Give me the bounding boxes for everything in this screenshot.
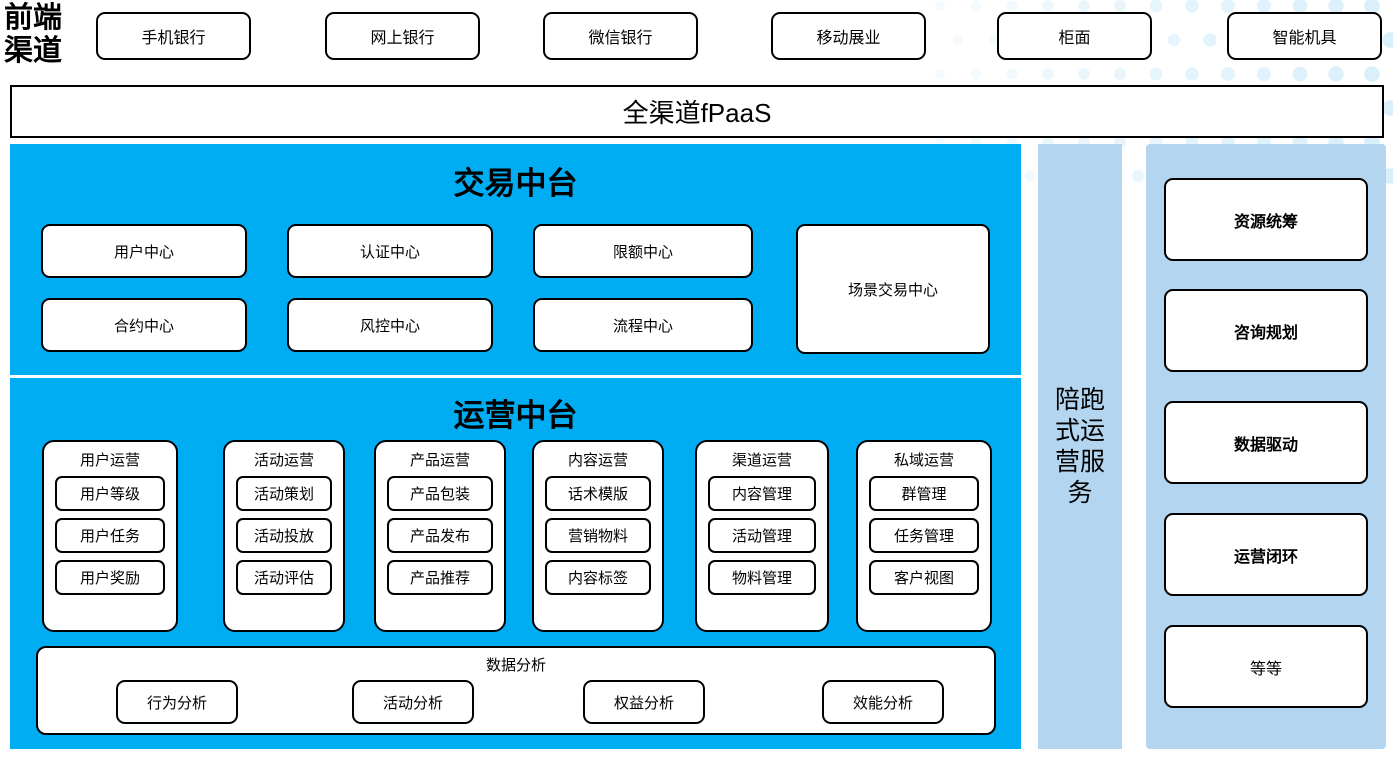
ops-item[interactable]: 物料管理 [708,560,816,595]
channel-chip-mobile-bank[interactable]: 手机银行 [96,12,251,60]
ops-item[interactable]: 内容管理 [708,476,816,511]
data-analysis-title: 数据分析 [485,657,546,674]
capability-chip-resource-coordination[interactable]: 资源统筹 [1164,178,1368,261]
service-capability-column: 资源统筹 咨询规划 数据驱动 运营闭环 等等 [1146,144,1386,749]
ops-item[interactable]: 产品推荐 [387,560,493,595]
ops-item[interactable]: 用户任务 [55,518,165,553]
ops-column-campaign-operations: 活动运营 活动策划 活动投放 活动评估 [223,440,345,632]
ops-item[interactable]: 客户视图 [869,560,979,595]
channel-chip-online-bank[interactable]: 网上银行 [325,12,480,60]
capability-chip-consulting-planning[interactable]: 咨询规划 [1164,289,1368,372]
trade-chip-auth-center[interactable]: 认证中心 [287,224,493,278]
data-analysis-chip-efficiency[interactable]: 效能分析 [822,680,944,724]
trade-platform-title: 交易中台 [453,166,578,201]
capability-chip-etc[interactable]: 等等 [1164,625,1368,708]
front-end-channel-label: 前端 渠道 [4,2,63,67]
ops-column-channel-operations: 渠道运营 内容管理 活动管理 物料管理 [695,440,829,632]
ops-middle-platform: 运营中台 用户运营 用户等级 用户任务 用户奖励 活动运营 活动策划 活动投放 … [10,378,1021,749]
capability-chip-data-driven[interactable]: 数据驱动 [1164,401,1368,484]
ops-item[interactable]: 群管理 [869,476,979,511]
ops-item[interactable]: 话术模版 [545,476,651,511]
ops-column-title: 用户运营 [79,452,140,469]
ops-item[interactable]: 营销物料 [545,518,651,553]
trade-chip-process-center[interactable]: 流程中心 [533,298,753,352]
ops-item[interactable]: 任务管理 [869,518,979,553]
ops-column-title: 渠道运营 [731,452,792,469]
trade-chip-limit-center[interactable]: 限额中心 [533,224,753,278]
ops-column-content-operations: 内容运营 话术模版 营销物料 内容标签 [532,440,664,632]
ops-item[interactable]: 产品包装 [387,476,493,511]
data-analysis-chip-campaign[interactable]: 活动分析 [352,680,474,724]
trade-middle-platform: 交易中台 用户中心 认证中心 限额中心 合约中心 风控中心 流程中心 场景交易中… [10,144,1021,375]
ops-item[interactable]: 活动管理 [708,518,816,553]
ops-column-title: 产品运营 [409,452,470,469]
ops-column-private-domain-operations: 私域运营 群管理 任务管理 客户视图 [856,440,992,632]
ops-item[interactable]: 活动评估 [236,560,332,595]
trade-chip-scene-transaction-center[interactable]: 场景交易中心 [796,224,990,354]
ops-platform-title: 运营中台 [453,398,578,433]
trade-chip-user-center[interactable]: 用户中心 [41,224,247,278]
ops-column-title: 活动运营 [253,452,314,469]
channel-chip-smart-machine[interactable]: 智能机具 [1227,12,1382,60]
data-analysis-chip-behavior[interactable]: 行为分析 [116,680,238,724]
ops-column-user-operations: 用户运营 用户等级 用户任务 用户奖励 [42,440,178,632]
data-analysis-chip-benefit[interactable]: 权益分析 [583,680,705,724]
accompanying-operation-service-column: 陪跑式运营服务 [1038,144,1122,749]
ops-item[interactable]: 内容标签 [545,560,651,595]
main-area: 交易中台 用户中心 认证中心 限额中心 合约中心 风控中心 流程中心 场景交易中… [0,144,1393,759]
data-analysis-group: 数据分析 行为分析 活动分析 权益分析 效能分析 [36,646,996,735]
accompanying-operation-service-label: 陪跑式运营服务 [1054,385,1105,507]
ops-item[interactable]: 活动策划 [236,476,332,511]
ops-item[interactable]: 活动投放 [236,518,332,553]
ops-item[interactable]: 用户奖励 [55,560,165,595]
ops-column-title: 内容运营 [567,452,628,469]
ops-column-title: 私域运营 [893,452,954,469]
channel-chip-counter[interactable]: 柜面 [997,12,1152,60]
channel-chip-wechat-bank[interactable]: 微信银行 [543,12,698,60]
ops-column-product-operations: 产品运营 产品包装 产品发布 产品推荐 [374,440,506,632]
trade-chip-risk-center[interactable]: 风控中心 [287,298,493,352]
ops-item[interactable]: 用户等级 [55,476,165,511]
channel-chip-mobile-biz[interactable]: 移动展业 [771,12,926,60]
ops-item[interactable]: 产品发布 [387,518,493,553]
omni-channel-fpaas-bar[interactable]: 全渠道fPaaS [10,85,1384,138]
trade-chip-contract-center[interactable]: 合约中心 [41,298,247,352]
front-end-channel-row: 前端 渠道 手机银行 网上银行 微信银行 移动展业 柜面 智能机具 [0,0,1393,76]
capability-chip-operation-closed-loop[interactable]: 运营闭环 [1164,513,1368,596]
